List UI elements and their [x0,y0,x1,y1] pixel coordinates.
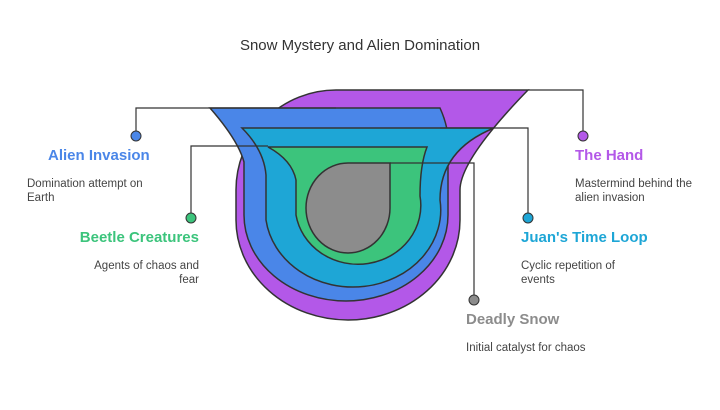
label-beetle-creatures: Beetle Creatures Agents of chaos and fea… [9,229,199,287]
heading-juans-time-loop: Juan's Time Loop [521,229,648,246]
dot-beetle-creatures [185,212,197,224]
desc-the-hand: Mastermind behind the alien invasion [575,178,692,204]
heading-beetle-creatures: Beetle Creatures [79,229,199,246]
dot-the-hand [577,130,589,142]
layer-deadly-snow [305,162,391,254]
desc-deadly-snow: Initial catalyst for chaos [466,342,586,354]
desc-juans-time-loop: Cyclic repetition of events [521,260,615,286]
dot-juans-time-loop [522,212,534,224]
desc-alien-invasion: Domination attempt on Earth [27,178,143,204]
label-juans-time-loop: Juan's Time Loop Cyclic repetition of ev… [521,229,711,287]
label-the-hand: The Hand Mastermind behind the alien inv… [575,147,720,205]
heading-deadly-snow: Deadly Snow [466,311,560,328]
heading-the-hand: The Hand [575,147,644,164]
connector-alien-invasion [135,107,336,136]
dot-deadly-snow [468,294,480,306]
label-deadly-snow: Deadly Snow Initial catalyst for chaos [466,311,656,355]
connector-juans-time-loop [440,127,529,218]
connector-beetle-creatures [190,145,268,218]
connector-the-hand [528,89,584,136]
label-alien-invasion: Alien Invasion Domination attempt on Ear… [10,147,200,205]
dot-alien-invasion [130,130,142,142]
desc-beetle-creatures: Agents of chaos and fear [94,260,199,286]
heading-alien-invasion: Alien Invasion [48,147,150,164]
connector-deadly-snow [390,162,475,300]
diagram-title: Snow Mystery and Alien Domination [239,37,481,54]
